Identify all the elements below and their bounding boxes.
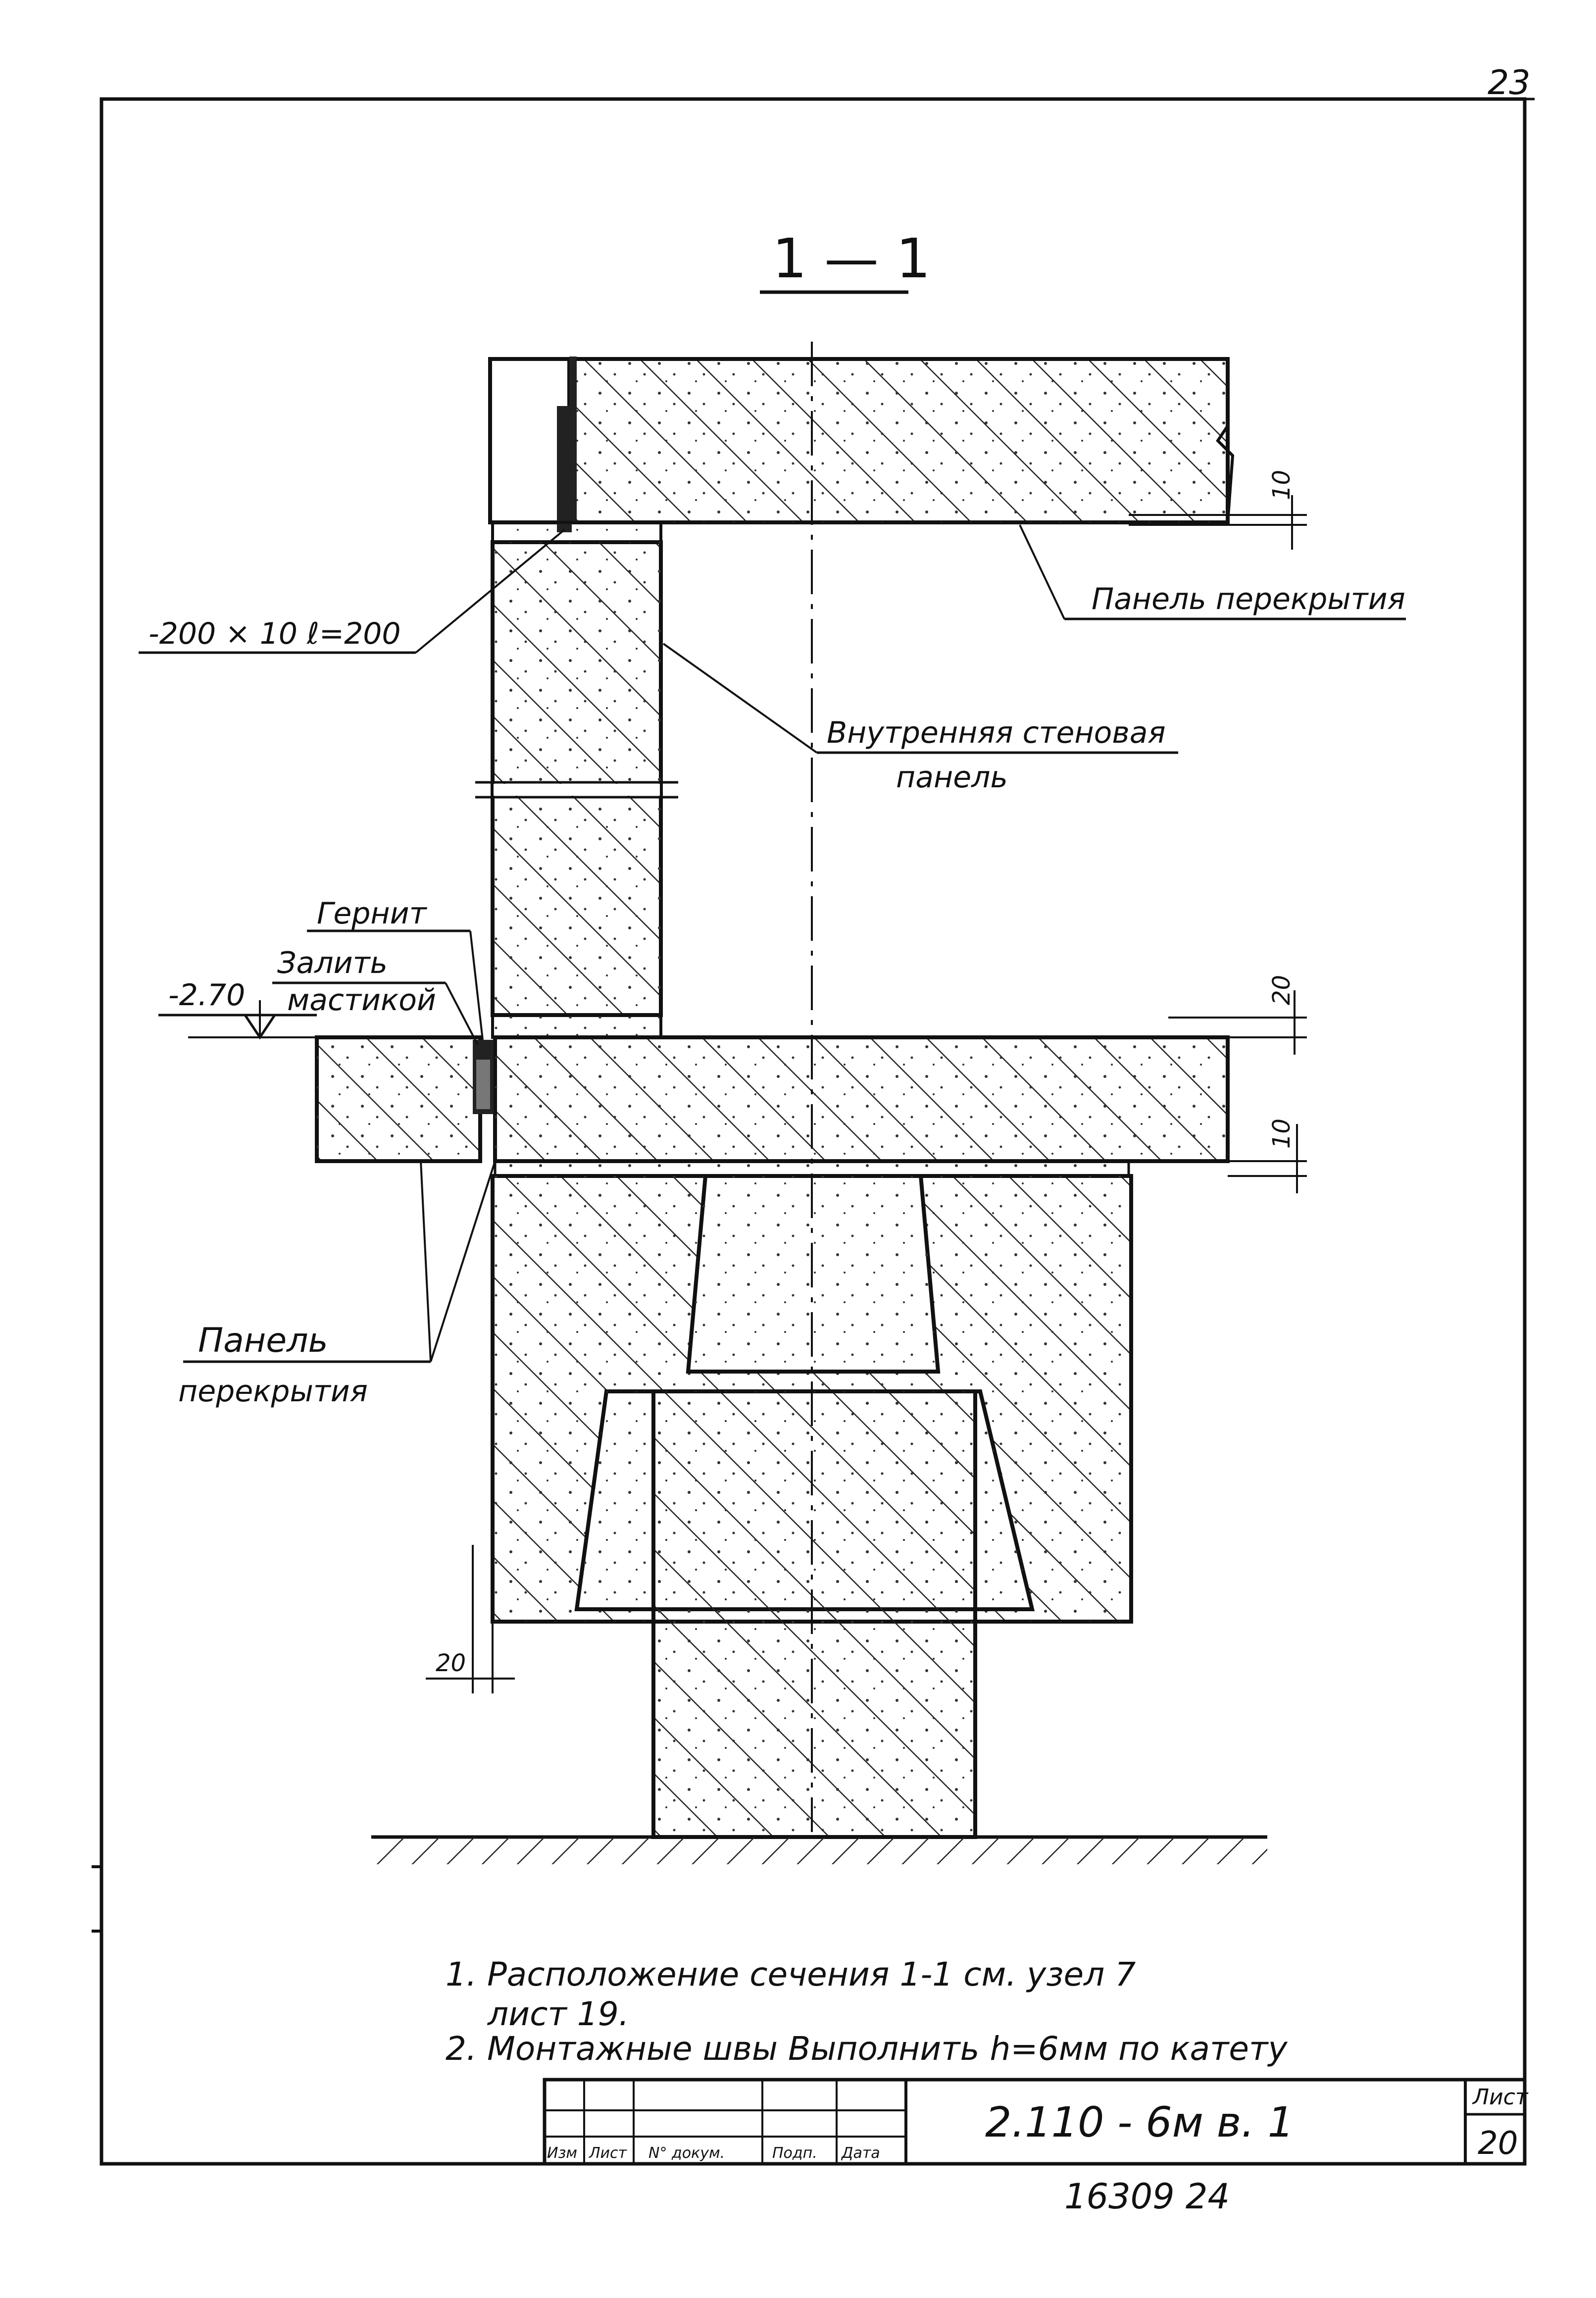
note-2: 2. Монтажные швы Выполнить h=6мм по кате… xyxy=(446,2030,1288,2068)
leader-line xyxy=(420,1161,432,1362)
label-fill-1: Залить xyxy=(277,946,388,980)
sealant-joint-inner xyxy=(476,1060,490,1109)
tb-header-doc: N° докум. xyxy=(648,2145,725,2162)
ground-hatch xyxy=(371,1837,1267,1864)
leader-line xyxy=(1019,524,1065,619)
tb-header-sign: Подп. xyxy=(772,2145,817,2162)
tb-header-date: Дата xyxy=(841,2145,880,2162)
floor-panel-left-dots xyxy=(317,1037,480,1161)
note-1-cont: лист 19. xyxy=(487,1995,629,2033)
label-inner-wall-1: Внутренняя стеновая xyxy=(827,715,1166,750)
leader-line xyxy=(469,930,484,1040)
plate-bar xyxy=(569,357,577,522)
mortar-bed-top xyxy=(491,521,662,544)
label-gernit: Гернит xyxy=(317,896,428,931)
label-plate: -200 × 10 ℓ=200 xyxy=(149,616,401,651)
column-dots xyxy=(653,1391,975,1837)
floor-panel-mid-dots xyxy=(495,1037,1228,1161)
sheet-number: 20 xyxy=(1478,2125,1518,2162)
title-block xyxy=(543,2078,1527,2166)
leader-line xyxy=(415,529,565,654)
note-1: 1. Расположение сечения 1-1 см. узел 7 xyxy=(446,1955,1136,1993)
label-floor-panel-bottom-1: Панель xyxy=(198,1321,328,1360)
dim-20-bottom: 20 xyxy=(436,1649,466,1677)
leader-line xyxy=(445,982,479,1045)
elevation-label: -2.70 xyxy=(168,978,245,1013)
sheet-label: Лист xyxy=(1472,2085,1529,2110)
wall-break-gap xyxy=(494,784,660,796)
leader-line xyxy=(430,1161,496,1362)
tb-header-list: Лист xyxy=(589,2145,628,2162)
dim-10-mid: 10 xyxy=(1268,1119,1296,1149)
dim-10-top: 10 xyxy=(1268,470,1296,500)
leader-line xyxy=(662,643,818,754)
label-inner-wall-2: панель xyxy=(896,760,1008,795)
section-title: 1 — 1 xyxy=(772,227,931,290)
joint-block xyxy=(488,357,571,524)
mortar-bed-mid xyxy=(491,1014,662,1039)
inner-wall-panel-dots xyxy=(493,542,661,1015)
dim-20: 20 xyxy=(1268,975,1296,1005)
socket-grout-upper-dots xyxy=(688,1176,938,1372)
tb-header-izm: Изм xyxy=(547,2145,577,2162)
top-number: 23 xyxy=(1488,63,1531,102)
document-code: 2.110 - 6м в. 1 xyxy=(985,2098,1294,2146)
label-fill-2: мастикой xyxy=(287,983,436,1018)
inventory-number: 16309 24 xyxy=(1064,2176,1230,2217)
break-line xyxy=(1216,425,1235,523)
label-floor-panel-top: Панель перекрытия xyxy=(1092,582,1405,616)
floor-panel-top-dots xyxy=(569,359,1228,522)
label-floor-panel-bottom-2: перекрытия xyxy=(178,1374,368,1409)
